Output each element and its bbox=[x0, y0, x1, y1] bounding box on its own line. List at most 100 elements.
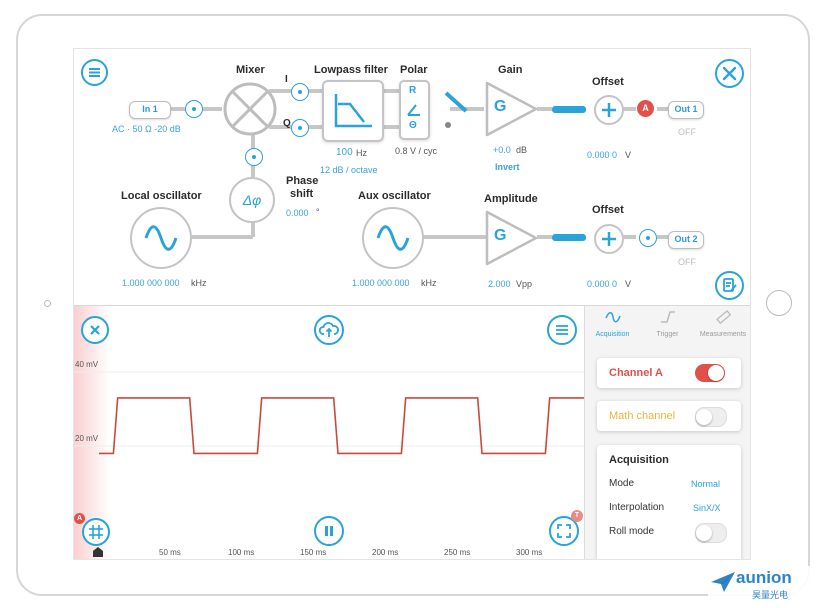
lowpass-icon bbox=[334, 94, 372, 128]
offset2-probe-dot[interactable] bbox=[639, 229, 657, 247]
home-button[interactable] bbox=[766, 290, 792, 316]
offset2-value[interactable]: 0.000 0 bbox=[587, 279, 618, 289]
amplitude-block[interactable] bbox=[484, 208, 540, 268]
out2-state: OFF bbox=[678, 257, 696, 267]
tab-trigger-label: Trigger bbox=[656, 331, 679, 338]
lo-probe-dot[interactable] bbox=[245, 148, 263, 166]
waveform-icon bbox=[605, 311, 621, 323]
polar-value[interactable]: 0.8 V / cyc bbox=[395, 146, 438, 156]
out1-state: OFF bbox=[678, 127, 696, 137]
phase-value[interactable]: 0.000 bbox=[286, 208, 309, 218]
pause-button[interactable] bbox=[314, 516, 344, 546]
local-osc-block[interactable] bbox=[130, 207, 192, 269]
math-channel-card[interactable]: Math channel bbox=[597, 401, 741, 431]
tab-measurements-label: Measurements bbox=[699, 331, 747, 338]
out1-button[interactable]: Out 1 bbox=[668, 101, 704, 119]
amplitude-value[interactable]: 2.000 bbox=[488, 279, 511, 289]
math-channel-toggle[interactable] bbox=[695, 407, 727, 427]
in1-probe-dot[interactable] bbox=[185, 100, 203, 118]
mode-label: Mode bbox=[609, 478, 635, 489]
tools-icon bbox=[722, 66, 737, 81]
amplitude-symbol: G bbox=[494, 227, 507, 244]
watermark-brand: aunion bbox=[736, 568, 792, 587]
toggle-knob bbox=[696, 409, 712, 425]
tab-trigger[interactable]: Trigger bbox=[640, 306, 695, 342]
local-osc-value[interactable]: 1.000 000 000 bbox=[122, 278, 180, 288]
scope-channel-a-marker: A bbox=[74, 513, 85, 524]
phase-unit: ° bbox=[316, 207, 320, 217]
polar-angle-icon bbox=[407, 104, 420, 116]
gain-value[interactable]: +0.0 bbox=[493, 145, 511, 155]
toggle-knob bbox=[696, 525, 712, 541]
roll-mode-toggle[interactable] bbox=[695, 523, 727, 543]
scope-area: 40 mV 20 mV 50 ms 100 ms 150 ms 200 ms 2… bbox=[74, 306, 584, 559]
polar-block[interactable]: R Θ bbox=[399, 80, 430, 140]
sine-wave-icon bbox=[376, 225, 410, 251]
interp-value[interactable]: SinX/X bbox=[693, 503, 721, 513]
aux-osc-block[interactable] bbox=[362, 207, 424, 269]
offset2-adder[interactable] bbox=[594, 224, 624, 254]
lowpass-slope[interactable]: 12 dB / octave bbox=[320, 165, 378, 175]
out2-button[interactable]: Out 2 bbox=[668, 231, 704, 249]
gain-block[interactable] bbox=[484, 79, 540, 139]
roll-mode-label: Roll mode bbox=[609, 526, 655, 537]
phase-symbol: Δφ bbox=[242, 192, 262, 208]
edit-notes-icon bbox=[723, 278, 737, 292]
watermark: aunion 昊量光电 bbox=[708, 566, 814, 602]
mixer-x-icon bbox=[230, 89, 270, 129]
close-scope-button[interactable] bbox=[81, 316, 109, 344]
in1-settings[interactable]: AC · 50 Ω -20 dB bbox=[112, 124, 181, 134]
scope-chart bbox=[74, 371, 584, 455]
channel-a-trace bbox=[99, 397, 584, 455]
offset2-unit: V bbox=[625, 279, 632, 289]
sliders-icon bbox=[556, 325, 568, 335]
mixer-block[interactable] bbox=[222, 81, 278, 137]
lowpass-block[interactable] bbox=[322, 80, 384, 142]
scope-settings-button[interactable] bbox=[547, 315, 577, 345]
in1-button[interactable]: In 1 bbox=[129, 101, 171, 119]
offset1-adder[interactable] bbox=[594, 95, 624, 125]
i-probe-dot[interactable] bbox=[291, 83, 309, 101]
lowpass-freq-unit: Hz bbox=[356, 148, 367, 158]
offset1-value[interactable]: 0.000 0 bbox=[587, 150, 618, 160]
tab-measurements[interactable]: Measurements bbox=[695, 306, 750, 342]
section-divider bbox=[74, 305, 750, 306]
acquisition-card: Acquisition Mode Normal Interpolation Si… bbox=[597, 445, 741, 559]
scope-x-tick-4: 250 ms bbox=[444, 548, 471, 557]
notes-button[interactable] bbox=[715, 271, 744, 300]
autoscale-button[interactable] bbox=[549, 516, 579, 546]
channel-a-card[interactable]: Channel A bbox=[597, 358, 741, 388]
scope-x-tick-3: 200 ms bbox=[372, 548, 399, 557]
tab-acquisition-label: Acquisition bbox=[595, 331, 630, 338]
tab-acquisition[interactable]: Acquisition bbox=[585, 306, 640, 342]
toggle-knob bbox=[708, 365, 724, 381]
grid-button[interactable] bbox=[82, 518, 110, 546]
aux-osc-title: Aux oscillator bbox=[358, 190, 431, 202]
gain-unit: dB bbox=[516, 145, 528, 155]
cloud-upload-button[interactable] bbox=[314, 315, 344, 345]
amplitude-unit: Vpp bbox=[516, 279, 533, 289]
trigger-edge-icon bbox=[661, 311, 675, 323]
polar-r-label: R bbox=[409, 85, 417, 96]
aux-osc-unit: kHz bbox=[421, 278, 437, 288]
phase-shift-block[interactable]: Δφ bbox=[229, 177, 275, 223]
menu-button[interactable] bbox=[81, 59, 108, 86]
aux-osc-value[interactable]: 1.000 000 000 bbox=[352, 278, 410, 288]
mode-value[interactable]: Normal bbox=[691, 479, 721, 489]
settings-panel: Acquisition Trigger Measurements Channel… bbox=[584, 306, 750, 559]
gain-symbol: G bbox=[494, 98, 507, 115]
local-osc-title: Local oscillator bbox=[121, 190, 202, 202]
front-camera bbox=[44, 300, 51, 307]
trigger-marker: T bbox=[571, 510, 583, 522]
settings-button[interactable] bbox=[715, 59, 744, 88]
q-probe-dot[interactable] bbox=[291, 119, 309, 137]
channel-a-toggle[interactable] bbox=[695, 364, 725, 382]
offset1-title: Offset bbox=[592, 76, 624, 88]
lowpass-freq-value[interactable]: 100 bbox=[336, 147, 353, 158]
sine-wave-icon bbox=[144, 225, 178, 251]
local-osc-unit: kHz bbox=[191, 278, 207, 288]
scope-x-tick-1: 100 ms bbox=[228, 548, 255, 557]
grid-icon bbox=[89, 525, 103, 539]
scope-y-tick-1: 20 mV bbox=[75, 434, 99, 443]
gain-invert[interactable]: Invert bbox=[495, 162, 520, 172]
